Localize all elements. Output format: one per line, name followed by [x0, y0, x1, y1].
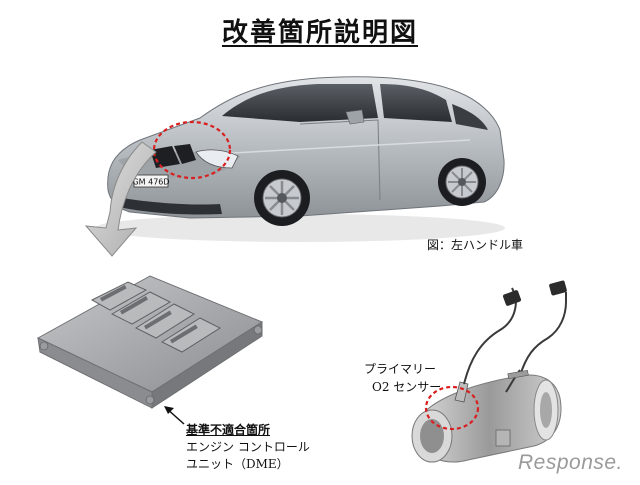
o2-sensor-label: プライマリー O2 センサー [364, 360, 441, 396]
ecu-label-heading: 基準不適合箇所 [186, 423, 271, 437]
figure-note: 図：左ハンドル車 [427, 238, 524, 252]
page-title: 改善箇所説明図 [221, 18, 418, 48]
o2-sensor-label-line2: O2 センサー [372, 380, 442, 394]
o2-sensor-label-line1: プライマリー [364, 362, 437, 376]
car-highlight-circle [152, 120, 232, 180]
exhaust-illustration [411, 280, 567, 463]
ecu-label: 基準不適合箇所 エンジン コントロール ユニット（DME） [186, 422, 310, 473]
ecu-label-line2: ユニット（DME） [186, 457, 289, 471]
sensor-highlight-circle [424, 385, 480, 431]
ecu-label-line1: エンジン コントロール [186, 440, 310, 454]
ecu-illustration [36, 275, 264, 409]
license-plate: GM 476D [132, 178, 169, 187]
response-watermark: Response. [518, 451, 623, 474]
curved-arrow [84, 141, 157, 257]
